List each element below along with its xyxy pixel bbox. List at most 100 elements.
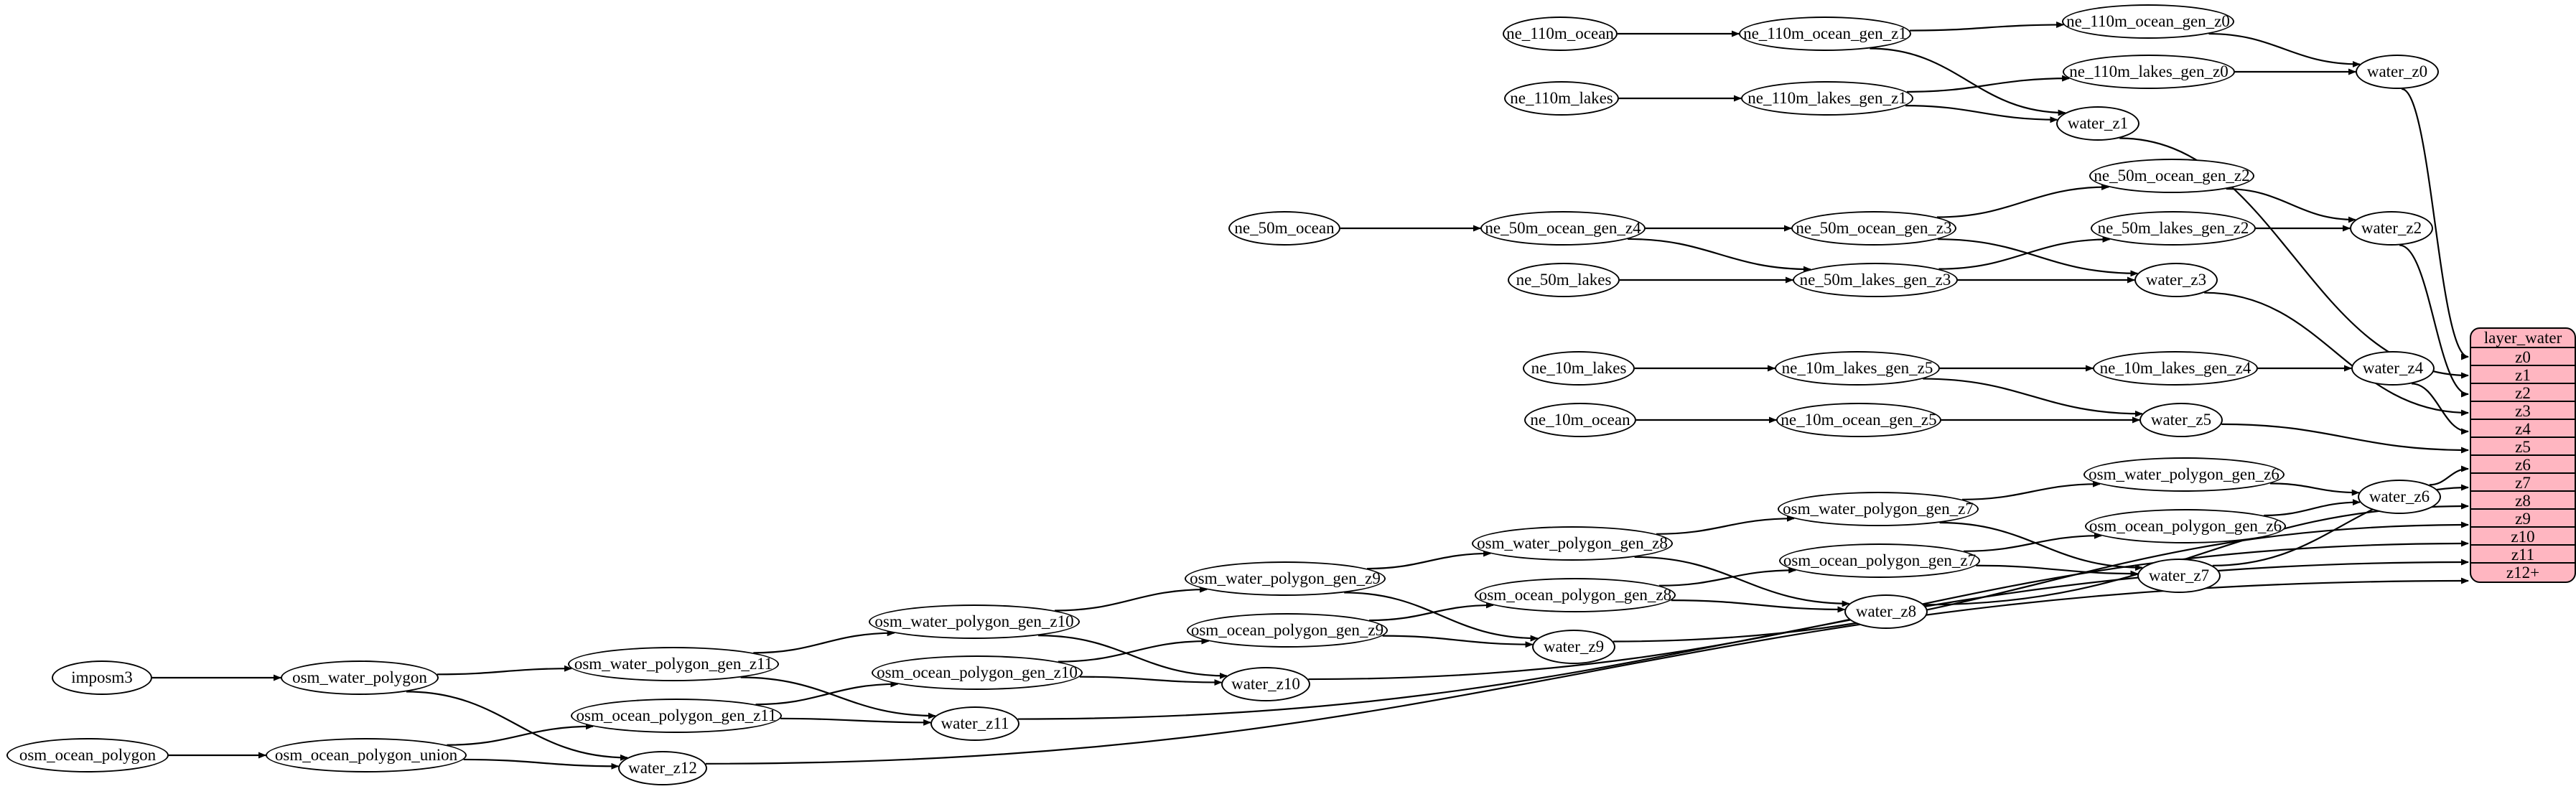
node-ne_50m_ocean_gen_z4[interactable]: ne_50m_ocean_gen_z4 — [1480, 211, 1646, 246]
node-ne_50m_ocean_gen_z2[interactable]: ne_50m_ocean_gen_z2 — [2089, 159, 2254, 193]
node-water_z11[interactable]: water_z11 — [930, 706, 1019, 741]
node-ne_10m_lakes_gen_z4[interactable]: ne_10m_lakes_gen_z4 — [2093, 351, 2258, 386]
edge-water_z4--layer_water.z4 — [2412, 383, 2469, 435]
node-ne_110m_lakes[interactable]: ne_110m_lakes — [1504, 81, 1619, 116]
node-water_z12[interactable]: water_z12 — [618, 751, 707, 785]
node-ne_50m_ocean_gen_z3[interactable]: ne_50m_ocean_gen_z3 — [1791, 211, 1956, 246]
node-osm_ocean_polygon_gen_z8[interactable]: osm_ocean_polygon_gen_z8 — [1475, 578, 1676, 612]
node-ne_50m_lakes_gen_z3[interactable]: ne_50m_lakes_gen_z3 — [1793, 263, 1958, 297]
legend-row-z8[interactable]: z8 — [2471, 492, 2575, 510]
node-osm_ocean_polygon_union[interactable]: osm_ocean_polygon_union — [266, 738, 467, 772]
edge-osm_water_polygon--water_z12 — [406, 691, 628, 761]
legend-row-z3[interactable]: z3 — [2471, 402, 2575, 420]
edge-ne_50m_ocean_gen_z2--water_z2 — [2226, 187, 2356, 223]
node-water_z0[interactable]: water_z0 — [2356, 55, 2439, 89]
node-ne_10m_lakes_gen_z5[interactable]: ne_10m_lakes_gen_z5 — [1775, 351, 1940, 386]
edge-osm_ocean_polygon_union--osm_ocean_polygon_gen_z11 — [447, 723, 594, 746]
node-water_z5[interactable]: water_z5 — [2139, 403, 2223, 437]
node-water_z7[interactable]: water_z7 — [2137, 559, 2221, 593]
edge-ne_110m_lakes_gen_z1--water_z1 — [1905, 105, 2058, 123]
node-water_z2[interactable]: water_z2 — [2350, 211, 2433, 246]
edge-ne_110m_ocean_gen_z0--water_z0 — [2208, 32, 2361, 67]
edge-osm_ocean_polygon_gen_z8--water_z8 — [1671, 599, 1846, 613]
edge-osm_ocean_polygon_gen_z7--osm_ocean_polygon_gen_z6 — [1963, 532, 2103, 552]
edge-ne_110m_ocean_gen_z1--ne_110m_ocean_gen_z0 — [1909, 21, 2065, 32]
legend-row-z5[interactable]: z5 — [2471, 438, 2575, 456]
legend-title: layer_water — [2471, 329, 2575, 348]
edge-osm_ocean_polygon_gen_z11--water_z11 — [780, 717, 932, 726]
edge-osm_ocean_polygon_gen_z9--osm_ocean_polygon_gen_z8 — [1368, 602, 1494, 622]
edge-osm_ocean_polygon_gen_z8--osm_ocean_polygon_gen_z7 — [1658, 566, 1797, 587]
node-ne_110m_lakes_gen_z0[interactable]: ne_110m_lakes_gen_z0 — [2063, 55, 2235, 89]
edge-ne_50m_lakes_gen_z3--ne_50m_lakes_gen_z2 — [1938, 235, 2111, 270]
node-ne_110m_ocean_gen_z1[interactable]: ne_110m_ocean_gen_z1 — [1739, 17, 1911, 51]
edge-osm_water_polygon_gen_z8--osm_water_polygon_gen_z7 — [1656, 515, 1796, 535]
edge-ne_110m_ocean_gen_z1--water_z1 — [1870, 47, 2066, 116]
node-osm_ocean_polygon_gen_z9[interactable]: osm_ocean_polygon_gen_z9 — [1187, 613, 1388, 648]
legend-row-z6[interactable]: z6 — [2471, 456, 2575, 474]
node-osm_water_polygon_gen_z9[interactable]: osm_water_polygon_gen_z9 — [1185, 561, 1386, 596]
node-water_z9[interactable]: water_z9 — [1532, 630, 1615, 664]
edge-osm_water_polygon_gen_z9--osm_water_polygon_gen_z8 — [1366, 550, 1492, 570]
node-osm_water_polygon_gen_z7[interactable]: osm_water_polygon_gen_z7 — [1778, 492, 1979, 526]
node-ne_110m_ocean[interactable]: ne_110m_ocean — [1503, 17, 1618, 51]
edge-water_z9--layer_water.z9 — [1613, 521, 2469, 643]
edge-osm_water_polygon_gen_z6--water_z6 — [2269, 482, 2360, 496]
edge-osm_ocean_polygon_gen_z10--water_z10 — [1079, 676, 1223, 686]
node-ne_110m_ocean_gen_z0[interactable]: ne_110m_ocean_gen_z0 — [2062, 4, 2234, 39]
edge-water_z0--layer_water.z0 — [2401, 88, 2469, 360]
node-osm_water_polygon_gen_z6[interactable]: osm_water_polygon_gen_z6 — [2083, 457, 2285, 492]
node-osm_water_polygon[interactable]: osm_water_polygon — [281, 660, 439, 695]
legend-row-z7[interactable]: z7 — [2471, 474, 2575, 492]
edge-water_z5--layer_water.z5 — [2221, 423, 2469, 454]
edge-ne_50m_ocean_gen_z4--ne_50m_lakes_gen_z3 — [1628, 238, 1811, 273]
node-ne_50m_ocean[interactable]: ne_50m_ocean — [1228, 211, 1340, 246]
legend-row-z11[interactable]: z11 — [2471, 546, 2575, 564]
node-osm_ocean_polygon_gen_z7[interactable]: osm_ocean_polygon_gen_z7 — [1779, 543, 1980, 578]
legend-row-z4[interactable]: z4 — [2471, 420, 2575, 438]
legend-row-z0[interactable]: z0 — [2471, 348, 2575, 366]
node-water_z6[interactable]: water_z6 — [2358, 480, 2441, 514]
node-osm_water_polygon_gen_z10[interactable]: osm_water_polygon_gen_z10 — [869, 604, 1080, 639]
node-osm_water_polygon_gen_z11[interactable]: osm_water_polygon_gen_z11 — [568, 647, 779, 681]
edge-water_z12--layer_water.z12+ — [705, 577, 2469, 765]
legend-row-z1[interactable]: z1 — [2471, 366, 2575, 384]
edge-osm_ocean_polygon_gen_z10--osm_ocean_polygon_gen_z9 — [1058, 638, 1210, 663]
edge-osm_ocean_polygon_gen_z9--water_z9 — [1382, 635, 1534, 648]
edge-ne_10m_lakes_gen_z5--water_z5 — [1923, 378, 2143, 417]
node-ne_50m_lakes_gen_z2[interactable]: ne_50m_lakes_gen_z2 — [2091, 211, 2256, 246]
edge-osm_ocean_polygon_gen_z11--osm_ocean_polygon_gen_z10 — [755, 681, 899, 706]
legend-row-z2[interactable]: z2 — [2471, 384, 2575, 402]
node-ne_10m_ocean_gen_z5[interactable]: ne_10m_ocean_gen_z5 — [1776, 403, 1941, 437]
node-water_z3[interactable]: water_z3 — [2134, 263, 2218, 297]
edge-ne_50m_ocean_gen_z3--water_z3 — [1937, 238, 2139, 277]
node-ne_50m_lakes[interactable]: ne_50m_lakes — [1508, 263, 1620, 297]
node-imposm3[interactable]: imposm3 — [52, 660, 152, 695]
node-water_z8[interactable]: water_z8 — [1844, 594, 1928, 629]
node-ne_10m_lakes[interactable]: ne_10m_lakes — [1523, 351, 1635, 386]
node-osm_ocean_polygon[interactable]: osm_ocean_polygon — [6, 738, 169, 772]
edge-water_z8--layer_water.z8 — [1924, 503, 2469, 606]
node-osm_ocean_polygon_gen_z11[interactable]: osm_ocean_polygon_gen_z11 — [571, 699, 782, 733]
edge-osm_water_polygon--osm_water_polygon_gen_z11 — [437, 665, 572, 676]
edge-osm_ocean_polygon_gen_z7--water_z7 — [1976, 564, 2139, 577]
node-osm_ocean_polygon_gen_z10[interactable]: osm_ocean_polygon_gen_z10 — [872, 655, 1083, 690]
edge-osm_ocean_polygon_union--water_z12 — [463, 758, 620, 770]
edge-osm_water_polygon_gen_z9--water_z9 — [1344, 592, 1539, 642]
node-osm_water_polygon_gen_z8[interactable]: osm_water_polygon_gen_z8 — [1472, 526, 1673, 561]
node-osm_ocean_polygon_gen_z6[interactable]: osm_ocean_polygon_gen_z6 — [2085, 509, 2286, 543]
node-water_z10[interactable]: water_z10 — [1221, 667, 1310, 701]
edge-water_z2--layer_water.z2 — [2399, 244, 2469, 398]
edge-osm_water_polygon_gen_z11--water_z11 — [740, 676, 936, 719]
legend-row-z9[interactable]: z9 — [2471, 510, 2575, 528]
node-ne_110m_lakes_gen_z1[interactable]: ne_110m_lakes_gen_z1 — [1741, 81, 1913, 116]
node-water_z1[interactable]: water_z1 — [2056, 106, 2139, 141]
legend-row-z10[interactable]: z10 — [2471, 528, 2575, 546]
edge-osm_water_polygon_gen_z8--water_z8 — [1634, 556, 1850, 607]
edge-osm_water_polygon_gen_z10--osm_water_polygon_gen_z9 — [1055, 586, 1208, 612]
node-ne_10m_ocean[interactable]: ne_10m_ocean — [1524, 403, 1636, 437]
legend-row-z12+[interactable]: z12+ — [2506, 564, 2540, 582]
node-water_z4[interactable]: water_z4 — [2351, 351, 2435, 386]
